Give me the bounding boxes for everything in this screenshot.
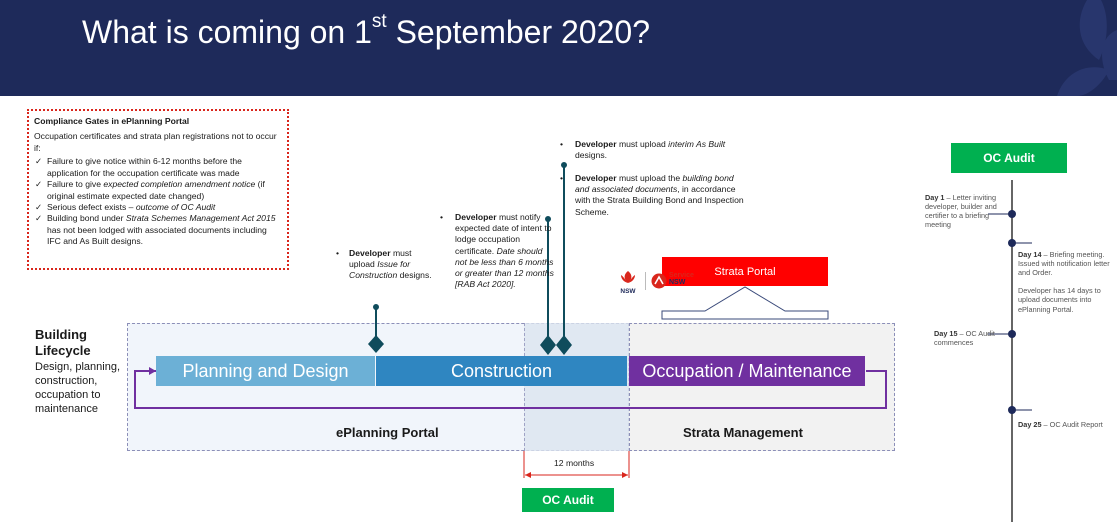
- timeline-note-day25: Day 25 – OC Audit Report: [1018, 420, 1103, 429]
- oc-audit-badge-bottom: OC Audit: [522, 488, 614, 512]
- span-12-months-label: 12 months: [554, 458, 595, 468]
- timeline-dot-day14: [1008, 239, 1016, 247]
- page-title: What is coming on 1st September 2020?: [82, 11, 650, 50]
- timeline-dot-day15: [1008, 330, 1016, 338]
- nsw-waratah-icon: [621, 271, 635, 283]
- note-interim-as-built: • Developer must upload interim As Built…: [560, 139, 726, 161]
- oc-audit-badge-top: OC Audit: [951, 143, 1067, 173]
- lifecycle-title: Building Lifecycle: [35, 327, 91, 359]
- compliance-gates-box: Compliance Gates in ePlanning Portal Occ…: [27, 109, 289, 270]
- service-nsw-mark-icon: [651, 273, 667, 289]
- nsw-logo-icon: NSW: [617, 270, 639, 295]
- compliance-title: Compliance Gates in ePlanning Portal: [34, 116, 190, 126]
- compliance-item: Failure to give notice within 6-12 month…: [34, 156, 282, 179]
- milestone-diamond-bond: [556, 335, 572, 355]
- compliance-item: Serious defect exists – outcome of OC Au…: [34, 202, 282, 214]
- note-notify-occupation: • Developer must notify expected date of…: [440, 212, 554, 290]
- milestone-dot-bond: [561, 162, 567, 168]
- timeline-dot-day25: [1008, 406, 1016, 414]
- lifecycle-description: Design, planning, construction, occupati…: [35, 360, 121, 416]
- header-banner: What is coming on 1st September 2020?: [0, 0, 1117, 96]
- strata-portal-box: Strata Portal: [662, 257, 828, 286]
- compliance-item: Failure to give expected completion amen…: [34, 179, 282, 202]
- service-nsw-logo-icon: Service NSW: [651, 272, 699, 292]
- note-building-bond: • Developer must upload the building bon…: [560, 173, 744, 217]
- waratah-logo-icon: [1057, 0, 1117, 96]
- span-arrow-left: [525, 472, 531, 478]
- eplanning-portal-label: ePlanning Portal: [336, 425, 439, 440]
- milestone-dot-notify: [545, 216, 551, 222]
- timeline-dot-day1: [1008, 210, 1016, 218]
- compliance-list: Failure to give notice within 6-12 month…: [34, 156, 282, 247]
- lifecycle-loop-line: [134, 370, 887, 409]
- milestone-diamond-issue: [368, 335, 384, 353]
- nsw-logo-text: NSW: [620, 288, 636, 295]
- timeline-note-day14: Day 14 – Briefing meeting. Issued with n…: [1018, 250, 1110, 314]
- logo-divider: [645, 272, 646, 290]
- stage-occupation-maintenance: Occupation / Maintenance: [629, 356, 865, 386]
- strata-management-label: Strata Management: [683, 425, 803, 440]
- compliance-item: Building bond under Strata Schemes Manag…: [34, 213, 282, 247]
- lifecycle-loop-arrowhead: [149, 367, 156, 375]
- milestone-dot-issue: [373, 304, 379, 310]
- building-lifecycle-label: Building Lifecycle Design, planning, con…: [35, 327, 125, 417]
- milestone-diamond-notify: [540, 335, 556, 355]
- note-issue-for-construction: • Developer must upload Issue for Constr…: [336, 248, 432, 281]
- strata-portal-arrow: [661, 286, 829, 320]
- stage-construction: Construction: [376, 356, 627, 386]
- span-arrow-right: [622, 472, 628, 478]
- service-nsw-logo-text: Service NSW: [669, 272, 694, 287]
- compliance-intro: Occupation certificates and strata plan …: [34, 131, 277, 153]
- stage-planning-design: Planning and Design: [156, 356, 375, 386]
- strata-management-region: [629, 323, 895, 451]
- timeline-note-day1: Day 1 – Letter inviting developer, build…: [925, 193, 997, 230]
- timeline-note-day15: Day 15 – OC Audit commences: [934, 329, 995, 348]
